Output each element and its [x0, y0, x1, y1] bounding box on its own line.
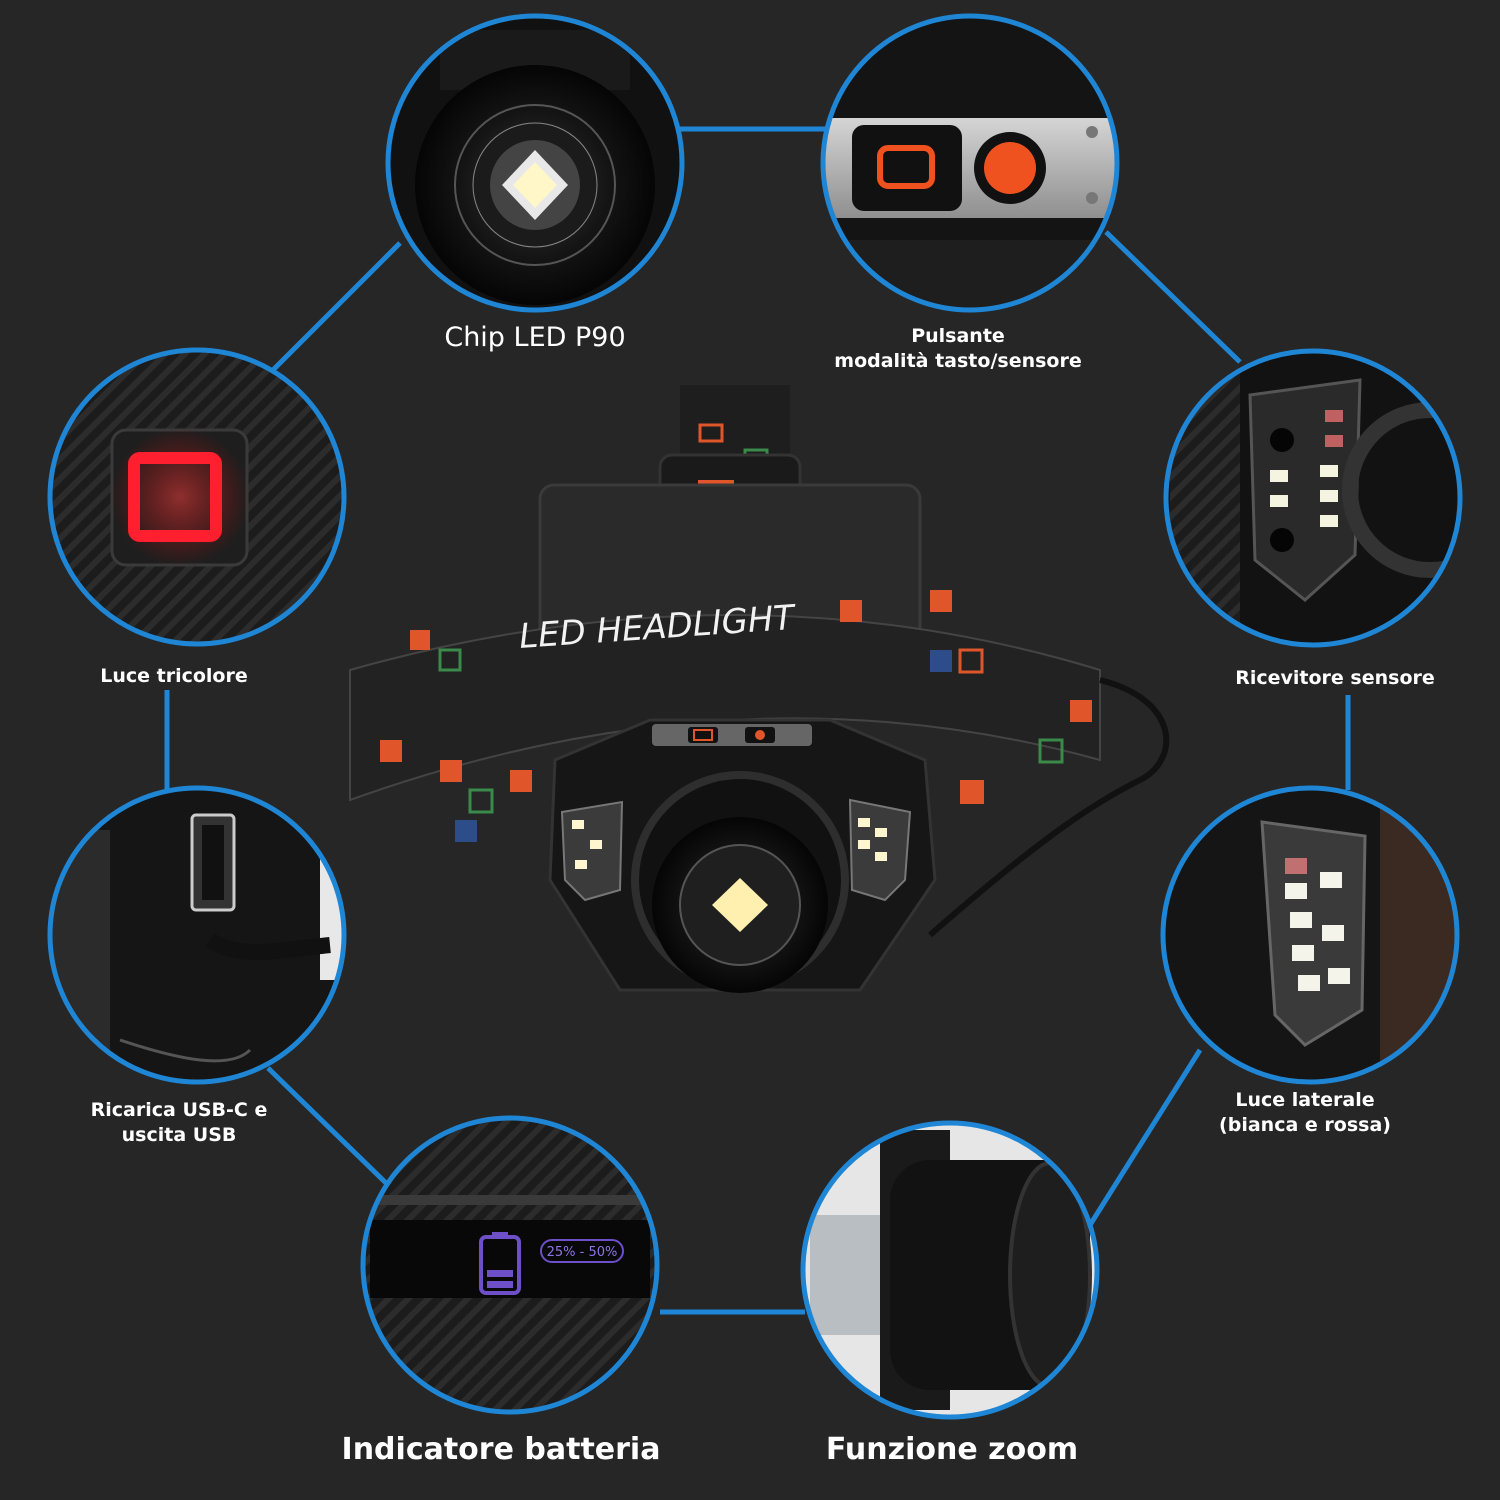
detail-mode-button [820, 13, 1120, 313]
label-zoom: Funzione zoom [825, 1432, 1079, 1467]
label-led-chip: Chip LED P90 [444, 322, 626, 353]
detail-battery: 25% - 50% [360, 1115, 660, 1415]
detail-zoom [800, 1120, 1100, 1420]
label-usb-line1: Ricarica USB-C e [90, 1099, 268, 1121]
label-usb-line2: uscita USB [121, 1123, 237, 1146]
sensor-icon [1270, 428, 1294, 552]
label-tricolor: Luce tricolore [100, 665, 248, 687]
label-battery: Indicatore batteria [341, 1432, 661, 1467]
label-sensor: Ricevitore sensore [1235, 667, 1435, 689]
detail-sensor [1163, 348, 1463, 648]
label-side-light: Luce laterale (bianca e rossa) [1219, 1088, 1391, 1137]
label-mode-button: Pulsante modalità tasto/sensore [834, 324, 1081, 373]
battery-range-text: 25% - 50% [547, 1245, 618, 1260]
headlamp-product: LED HEADLIGHT [349, 385, 1170, 993]
detail-side-light [1160, 785, 1460, 1085]
button-panel-icon [877, 145, 935, 189]
detail-led-chip [385, 13, 685, 313]
connector-lines [164, 126, 1351, 1315]
label-usb: Ricarica USB-C e uscita USB [91, 1098, 268, 1147]
label-side-light-line1: Luce laterale [1235, 1089, 1375, 1111]
label-mode-button-line1: Pulsante [911, 325, 1005, 347]
label-mode-button-line2: modalità tasto/sensore [834, 349, 1082, 372]
tricolor-light-icon [128, 452, 222, 542]
side-light-icon [1285, 858, 1350, 991]
main-led-icon [712, 878, 768, 932]
detail-usb [47, 785, 347, 1085]
battery-icon [479, 1232, 521, 1295]
label-side-light-line2: (bianca e rossa) [1219, 1113, 1391, 1136]
detail-tricolor [47, 347, 347, 647]
strap-pattern [380, 590, 1092, 842]
